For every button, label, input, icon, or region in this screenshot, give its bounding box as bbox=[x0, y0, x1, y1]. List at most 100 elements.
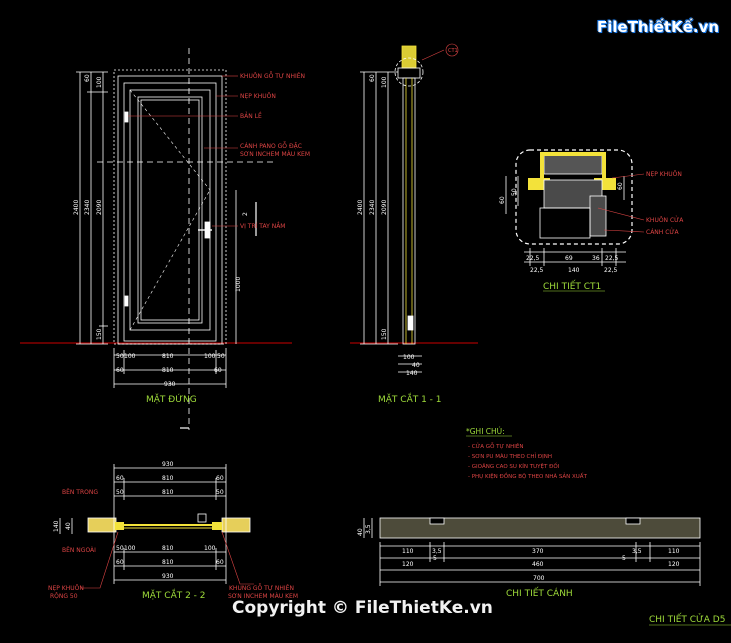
section-mark-2: 2 bbox=[242, 212, 249, 216]
leaf-dim-370: 370 bbox=[532, 548, 544, 555]
ct1-dim-69: 69 bbox=[565, 255, 573, 262]
dim-2090: 2090 bbox=[96, 200, 103, 215]
label-frame22-2: SƠN INCHEM MÀU KEM bbox=[228, 593, 298, 600]
dim-60-r: 60 bbox=[214, 367, 222, 374]
dim-100-r: 100 bbox=[204, 353, 216, 360]
ct1-dim-60: 60 bbox=[499, 196, 506, 204]
dim-60-l: 60 bbox=[116, 367, 124, 374]
label-trim: NẸP KHUÔN bbox=[240, 93, 276, 100]
ct1-callout-marker: CT1 bbox=[421, 43, 459, 61]
leaf-dim-35: 3,5 bbox=[365, 524, 372, 534]
elevation-leaders bbox=[128, 75, 238, 227]
section-2-2-view bbox=[59, 464, 251, 584]
leaf-detail-view bbox=[363, 517, 701, 586]
title-section-2-2: MẶT CẮT 2 - 2 bbox=[142, 588, 206, 601]
title-section-1-1: MẶT CẮT 1 - 1 bbox=[378, 392, 442, 405]
s11-dim-100: 100 bbox=[381, 76, 388, 88]
title-sheet: CHI TIẾT CỬA D5 bbox=[649, 613, 725, 625]
ct1-label-frame: KHUÔN CỬA bbox=[646, 216, 684, 224]
s22-dim-40: 40 bbox=[65, 522, 72, 530]
s22-dim-930-bottom: 930 bbox=[162, 573, 174, 580]
s22-dim-50-tr: 50 bbox=[216, 489, 224, 496]
label-hinge: BẢN LỀ bbox=[240, 112, 262, 120]
s11-dim-40: 40 bbox=[412, 362, 420, 369]
dim-150: 150 bbox=[96, 328, 103, 340]
s11-dim-60: 60 bbox=[369, 74, 376, 82]
dim-100-l: 100 bbox=[124, 353, 136, 360]
leaf-dim-110-l: 110 bbox=[402, 548, 414, 555]
leaf-dim-120-l: 120 bbox=[402, 561, 414, 568]
ct1-dim-22-b: 22,5 bbox=[530, 267, 544, 274]
s22-dim-810-t2: 810 bbox=[162, 489, 174, 496]
label-trim-width-1: NẸP KHUÔN bbox=[48, 585, 84, 592]
label-frame22-1: KHUNG GỖ TỰ NHIÊN bbox=[229, 584, 294, 592]
title-elevation: MẶT ĐỨNG bbox=[146, 393, 197, 405]
ct1-dim-22-br: 22,5 bbox=[604, 267, 618, 274]
note-item-1: - CỬA GỖ TỰ NHIÊN bbox=[468, 442, 523, 450]
label-frame: KHUÔN GỖ TỰ NHIÊN bbox=[240, 72, 305, 80]
ct1-dim-22-l: 22,5 bbox=[526, 255, 540, 262]
label-trim-width-2: RỘNG 50 bbox=[50, 593, 78, 600]
s22-dim-50-bl: 50 bbox=[116, 545, 124, 552]
dim-60-top: 60 bbox=[84, 74, 91, 82]
dim-810-a: 810 bbox=[162, 353, 174, 360]
s22-dim-60-bl: 60 bbox=[116, 559, 124, 566]
ct1-label-leaf: CÁNH CỬA bbox=[646, 228, 680, 236]
ct1-dim-45: 50 bbox=[511, 188, 518, 196]
watermark-logo: FileThiếtKế.vn bbox=[597, 18, 720, 36]
s11-dim-2400: 2400 bbox=[357, 200, 364, 215]
leaf-dim-5-r: 5 bbox=[622, 555, 626, 562]
note-item-2: - SƠN PU MÀU THEO CHỈ ĐỊNH bbox=[468, 452, 552, 460]
s22-dim-140: 140 bbox=[53, 520, 60, 532]
ct1-tag: CT1 bbox=[448, 48, 458, 54]
s22-dim-100-br: 100 bbox=[204, 545, 216, 552]
leaf-dim-700: 700 bbox=[533, 575, 545, 582]
ct1-dim-36: 36 bbox=[592, 255, 600, 262]
dim-2400: 2400 bbox=[73, 200, 80, 215]
s22-dim-930-top: 930 bbox=[162, 461, 174, 468]
notes-heading: *GHI CHÚ: bbox=[466, 427, 505, 436]
label-handle: VỊ TRÍ TAY NẮM bbox=[240, 222, 285, 230]
leaf-dim-35-l: 3,5 bbox=[432, 548, 442, 555]
note-item-3: - GIOĂNG CAO SU KÍN TUYỆT ĐỐI bbox=[468, 462, 560, 470]
ct1-dim-22-r: 22,5 bbox=[605, 255, 619, 262]
dim-2340: 2340 bbox=[84, 200, 91, 215]
dim-50-l: 50 bbox=[116, 353, 124, 360]
s11-dim-150: 150 bbox=[381, 328, 388, 340]
title-detail-ct1: CHI TIẾT CT1 bbox=[543, 280, 601, 292]
section-1-1-view bbox=[360, 45, 424, 373]
s22-dim-810-b1: 810 bbox=[162, 545, 174, 552]
s22-dim-60-tl: 60 bbox=[116, 475, 124, 482]
ct1-dim-140: 140 bbox=[568, 267, 580, 274]
label-inside: BÊN TRONG bbox=[62, 488, 98, 496]
label-outside: BÊN NGOÀI bbox=[62, 546, 96, 554]
s11-dim-2090: 2090 bbox=[381, 200, 388, 215]
label-panel-1: CÁNH PANO GỖ ĐẶC bbox=[240, 142, 302, 150]
leaf-dim-460: 460 bbox=[532, 561, 544, 568]
ct1-dim-60-r: 60 bbox=[617, 182, 624, 190]
s22-dim-100-bl: 100 bbox=[124, 545, 136, 552]
s22-dim-50-tl: 50 bbox=[116, 489, 124, 496]
dim-50-r: 50 bbox=[217, 353, 225, 360]
s11-dim-140: 140 bbox=[406, 370, 418, 377]
leaf-dim-40: 40 bbox=[357, 528, 364, 536]
label-panel-2: SƠN INCHEM MÀU KEM bbox=[240, 151, 310, 158]
dim-1000: 1000 bbox=[235, 277, 242, 292]
ct1-detail-view bbox=[505, 149, 633, 266]
s22-dim-810-t1: 810 bbox=[162, 475, 174, 482]
s22-dim-810-b2: 810 bbox=[162, 559, 174, 566]
dim-100-top: 100 bbox=[96, 76, 103, 88]
ct1-label-trim: NẸP KHUÔN bbox=[646, 171, 682, 178]
dim-810-b: 810 bbox=[162, 367, 174, 374]
s22-dim-60-br: 60 bbox=[216, 559, 224, 566]
s11-dim-2340: 2340 bbox=[369, 200, 376, 215]
leaf-dim-120-r: 120 bbox=[668, 561, 680, 568]
title-leaf-detail: CHI TIẾT CÁNH bbox=[506, 587, 573, 599]
copyright-watermark: Copyright © FileThietKe.vn bbox=[232, 598, 493, 618]
section-2-2-leaders bbox=[80, 531, 254, 589]
leaf-dim-5-l: 5 bbox=[433, 555, 437, 562]
leaf-dim-35-r: 3,5 bbox=[632, 548, 642, 555]
s11-dim-100-b: 100 bbox=[403, 354, 415, 361]
dim-930: 930 bbox=[164, 381, 176, 388]
